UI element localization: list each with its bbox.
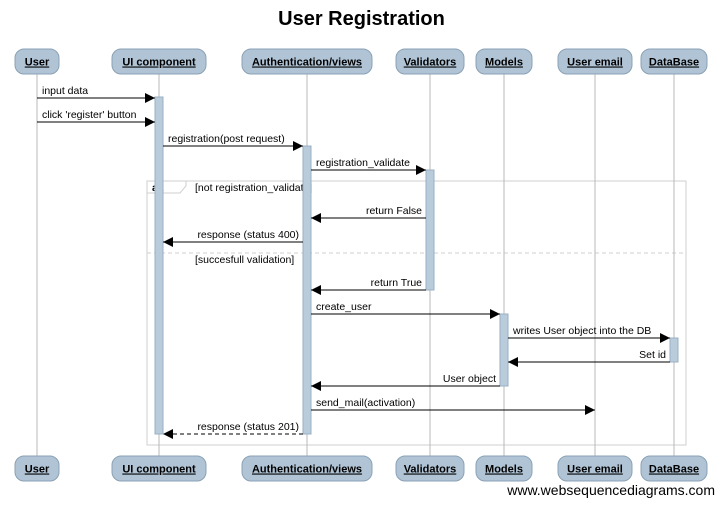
message-label: response (status 400) (197, 229, 299, 241)
participant-bottom-validators: Validators (395, 455, 465, 482)
participant-bottom-auth: Authentication/views (241, 455, 373, 482)
message-2: click 'register' button (37, 109, 155, 127)
participant-label: User (25, 57, 50, 69)
participant-label: DataBase (649, 57, 699, 69)
participant-box (640, 455, 708, 482)
message-1: input data (37, 85, 155, 103)
message-label: response (status 201) (197, 421, 299, 433)
participant-top-models: Models (475, 48, 533, 75)
participant-top-validators: Validators (395, 48, 465, 75)
activation-models (499, 313, 509, 387)
participant-box (14, 455, 60, 482)
participant-top-email: User email (557, 48, 633, 75)
participant-box (14, 48, 60, 75)
participant-label: DataBase (649, 464, 699, 476)
participant-label: Authentication/views (252, 464, 362, 476)
message-label: User object (443, 373, 496, 385)
participant-box (241, 455, 373, 482)
participant-top-ui: UI component (111, 48, 207, 75)
message-label: click 'register' button (42, 109, 137, 121)
message-8: create_user (311, 301, 500, 319)
participant-box (111, 455, 207, 482)
message-label: return False (366, 205, 422, 217)
message-13: response (status 201) (163, 421, 303, 439)
activation-validators (425, 169, 435, 291)
participant-box (640, 48, 708, 75)
participant-bottom-user: User (14, 455, 60, 482)
message-3: registration(post request) (163, 133, 303, 151)
alt-condition: [succesfull validation] (195, 254, 294, 266)
message-label: return True (371, 277, 423, 289)
activation-ui (154, 96, 164, 435)
participant-box (395, 48, 465, 75)
message-label: send_mail(activation) (316, 397, 415, 409)
message-label: create_user (316, 301, 372, 313)
alt-condition: [not registration_validate] (195, 182, 312, 194)
participant-bottom-ui: UI component (111, 455, 207, 482)
participant-box (475, 455, 533, 482)
participant-bottom-db: DataBase (640, 455, 708, 482)
participant-label: Authentication/views (252, 57, 362, 69)
participant-top-user: User (14, 48, 60, 75)
participant-label: User email (567, 464, 623, 476)
message-label: registration(post request) (168, 133, 285, 145)
message-11: User object (311, 373, 500, 391)
message-label: writes User object into the DB (512, 325, 651, 337)
participant-top-auth: Authentication/views (241, 48, 373, 75)
participant-label: Models (485, 464, 523, 476)
participant-top-db: DataBase (640, 48, 708, 75)
diagram-title: User Registration (278, 8, 445, 30)
participant-box (395, 455, 465, 482)
participant-box (241, 48, 373, 75)
message-6: response (status 400) (163, 229, 303, 247)
message-12: send_mail(activation) (311, 397, 595, 415)
participant-label: User (25, 464, 50, 476)
message-5: return False (311, 205, 426, 223)
message-10: Set id (508, 349, 670, 367)
participant-box (475, 48, 533, 75)
participant-bottom-models: Models (475, 455, 533, 482)
alt-frame (146, 180, 687, 446)
participant-label: Validators (404, 57, 457, 69)
watermark: www.websequencediagrams.com (507, 482, 715, 498)
message-9: writes User object into the DB (508, 325, 670, 343)
participant-label: Validators (404, 464, 457, 476)
participant-label: UI component (122, 464, 196, 476)
participant-box (111, 48, 207, 75)
activation-auth (302, 145, 312, 435)
message-label: input data (42, 85, 88, 97)
activation-db (669, 337, 679, 363)
participant-label: User email (567, 57, 623, 69)
message-7: return True (311, 277, 426, 295)
participant-box (557, 455, 633, 482)
participant-label: UI component (122, 57, 196, 69)
message-label: Set id (639, 349, 666, 361)
participant-bottom-email: User email (557, 455, 633, 482)
participant-label: Models (485, 57, 523, 69)
message-4: registration_validate (311, 157, 426, 175)
message-label: registration_validate (316, 157, 410, 169)
participant-box (557, 48, 633, 75)
